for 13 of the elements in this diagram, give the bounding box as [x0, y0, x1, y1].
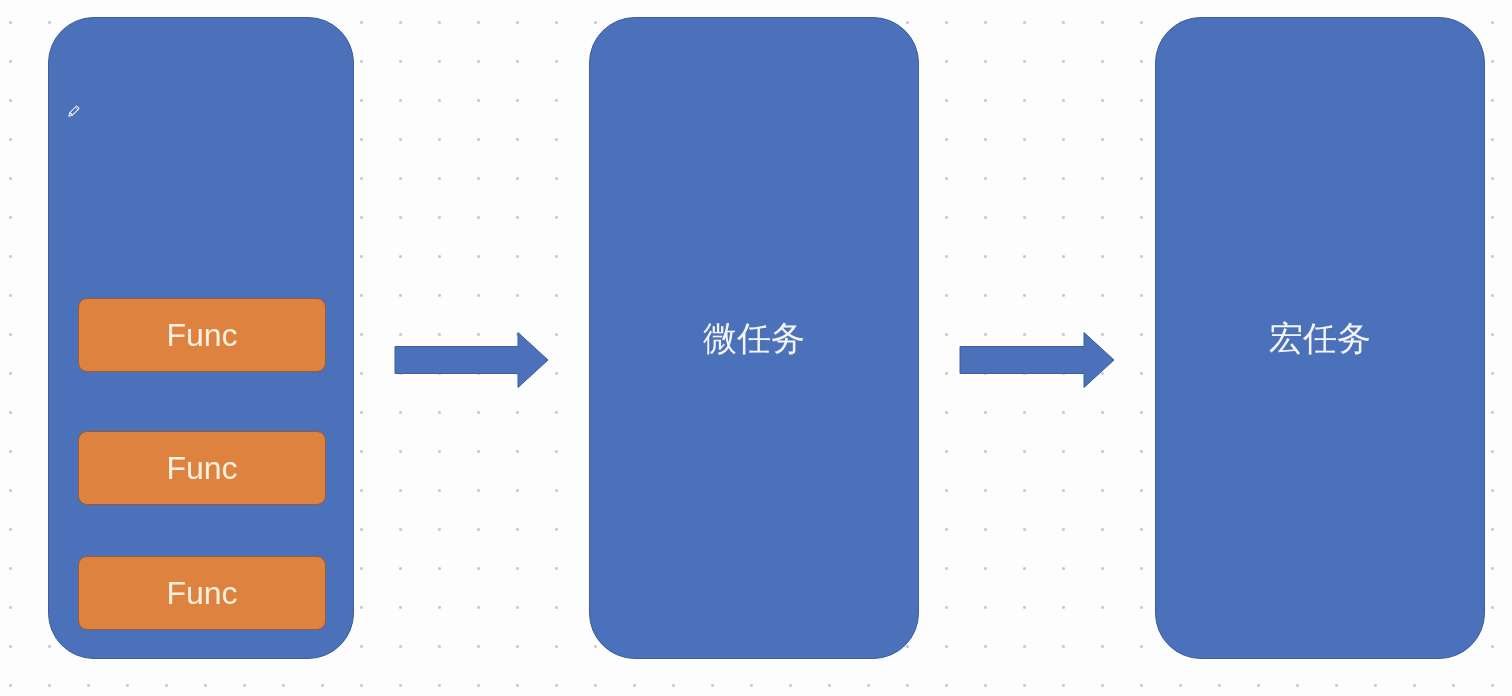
- block-arrow: [959, 332, 1115, 388]
- function-label: Func: [166, 452, 238, 484]
- call-stack-panel: [48, 17, 354, 659]
- function-box: [78, 431, 326, 505]
- block-arrow: [394, 332, 549, 388]
- function-box: [78, 298, 326, 372]
- queue-title: 宏任务: [1269, 321, 1371, 355]
- queue-panel: [589, 17, 919, 659]
- function-box: [78, 556, 326, 630]
- function-label: Func: [166, 577, 238, 609]
- function-label: Func: [166, 319, 238, 351]
- queue-panel: [1155, 17, 1485, 659]
- queue-title: 微任务: [703, 321, 805, 355]
